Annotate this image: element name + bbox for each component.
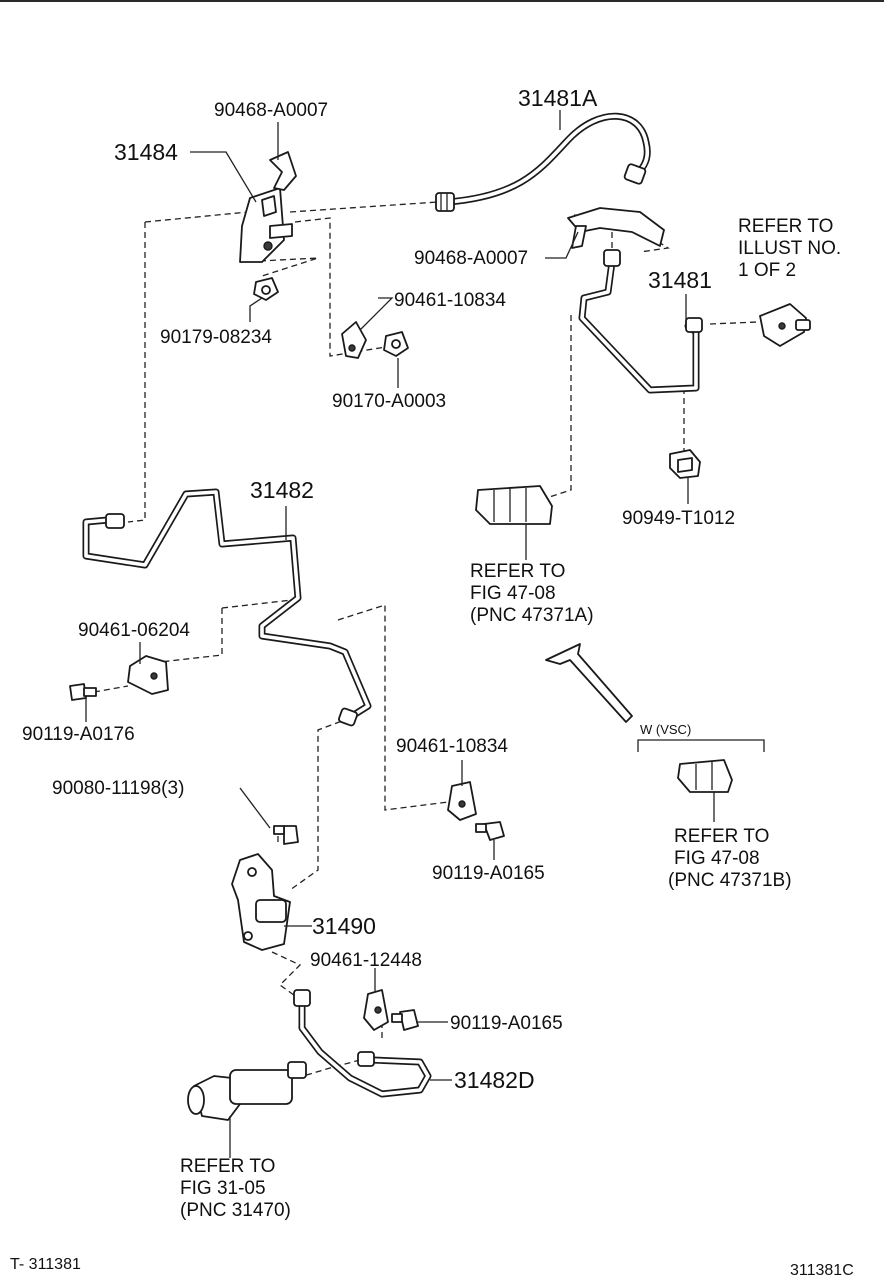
label-90468-A0007-mid: 90468-A0007 <box>414 248 528 269</box>
label-90080-11198: 90080-11198(3) <box>52 778 184 799</box>
reference-arrow <box>545 643 633 723</box>
clamp-90461-06204 <box>127 655 169 695</box>
leader-lines <box>85 110 765 1158</box>
label-31481: 31481 <box>648 267 712 293</box>
clamp-90949-T1012 <box>669 449 701 479</box>
nut-90179-08234 <box>253 277 279 301</box>
label-90949-T1012: 90949-T1012 <box>622 508 735 529</box>
label-90119-A0176: 90119-A0176 <box>22 724 135 745</box>
pipe-fitting-nut-31481A-right <box>623 163 647 185</box>
label-refer-47371B-line3: (PNC 47371B) <box>668 870 792 891</box>
label-90461-10834-mid: 90461-10834 <box>396 736 508 757</box>
footer-right-code: 311381C <box>790 1262 854 1279</box>
pipe-fitting-nut-31482D-top <box>293 989 311 1007</box>
label-31482D: 31482D <box>454 1067 535 1093</box>
label-90461-12448: 90461-12448 <box>310 950 422 971</box>
label-refer-31470-line1: REFER TO <box>180 1156 275 1177</box>
bolt-90080-11198 <box>273 825 299 845</box>
label-31481A: 31481A <box>518 85 598 111</box>
label-refer-31470-line2: FIG 31-05 <box>180 1178 266 1199</box>
label-refer-47371B-line2: FIG 47-08 <box>674 848 760 869</box>
pipe-fitting-nut-31481-top <box>603 249 621 267</box>
label-31484: 31484 <box>114 139 178 165</box>
pipe-fitting-nut-31481A-left <box>435 192 455 212</box>
top-border <box>0 0 884 2</box>
label-refer-47371A-line1: REFER TO <box>470 561 565 582</box>
bolt-90119-A0165-low <box>391 1009 419 1031</box>
label-90170-A0003: 90170-A0003 <box>332 391 446 412</box>
release-cylinder-31470 <box>187 1061 307 1121</box>
bracket-31484 <box>239 187 293 263</box>
pipe-31482 <box>82 488 372 720</box>
footer-left-code: T- 311381 <box>10 1256 81 1273</box>
label-90119-A0165-mid: 90119-A0165 <box>432 863 545 884</box>
pipe-fitting-nut-31481-right <box>685 317 703 333</box>
label-90461-06204: 90461-06204 <box>78 620 190 641</box>
clutch-master-cylinder-31490 <box>231 853 291 951</box>
label-refer-47371A-line2: FIG 47-08 <box>470 583 556 604</box>
clamp-block-47371A <box>475 485 553 525</box>
label-90179-08234: 90179-08234 <box>160 327 272 348</box>
label-refer-47371A-line3: (PNC 47371A) <box>470 605 594 626</box>
clip-90468-A0007-top <box>269 151 297 191</box>
clamp-90461-12448 <box>363 989 389 1031</box>
bolt-90119-A0176 <box>69 683 97 701</box>
clip-90468-A0007-mid <box>567 207 665 249</box>
pipe-31481 <box>578 258 700 394</box>
bolt-90119-A0165-mid <box>475 821 505 841</box>
label-refer-31470-line3: (PNC 31470) <box>180 1200 291 1221</box>
fitting-refer-illust-1-of-2 <box>759 303 811 347</box>
pipe-fitting-nut-31482-right <box>338 707 358 727</box>
clamp-block-47371B <box>677 759 733 793</box>
label-90468-A0007-top: 90468-A0007 <box>214 100 328 121</box>
label-31490: 31490 <box>312 913 376 939</box>
label-90119-A0165-low: 90119-A0165 <box>450 1013 563 1034</box>
label-refer-illust-line3: 1 OF 2 <box>738 260 796 281</box>
pipe-fitting-nut-31482-left <box>105 513 125 529</box>
clamp-90461-10834-top <box>341 321 367 359</box>
nut-90170-A0003 <box>383 331 409 357</box>
pipe-31482D <box>298 1002 432 1098</box>
pipe-fitting-nut-31482D-bottom <box>357 1051 375 1067</box>
label-90461-10834-top: 90461-10834 <box>394 290 506 311</box>
part-labels: 31481A 31484 90468-A0007 90179-08234 904… <box>22 85 841 1221</box>
label-refer-illust-line2: ILLUST NO. <box>738 238 841 259</box>
label-w-vsc: W (VSC) <box>640 722 691 737</box>
label-refer-47371B-line1: REFER TO <box>674 826 769 847</box>
clamp-90461-10834-mid <box>447 781 477 821</box>
label-31482: 31482 <box>250 477 314 503</box>
pipe-31481A <box>444 112 651 206</box>
label-refer-illust-line1: REFER TO <box>738 216 833 237</box>
